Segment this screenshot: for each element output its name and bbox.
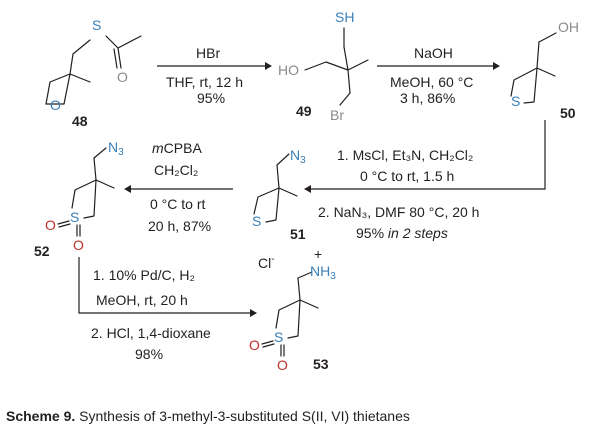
- sulfone-oxygen: O: [45, 217, 56, 233]
- reagent-mscl: 1. MsCl, Et₃N, CH₂Cl₂: [337, 147, 473, 163]
- yield-95-two-steps: 95% in 2 steps: [356, 225, 448, 241]
- ammonium-nh3: NH3: [310, 263, 336, 282]
- azide-n3: N3: [108, 139, 124, 158]
- compound-number-51: 51: [290, 226, 306, 242]
- figure-caption: Scheme 9. Synthesis of 3-methyl-3-substi…: [6, 408, 410, 424]
- compound-51: S N3 51: [252, 147, 306, 242]
- sulfone-sulfur: S: [274, 329, 283, 345]
- sulfone-oxygen: O: [73, 237, 84, 253]
- sulfur-atom: S: [92, 17, 101, 33]
- bromo-br: Br: [330, 107, 344, 123]
- step-4-arrow: mCPBA CH₂Cl₂ 0 °C to rt 20 h, 87%: [124, 140, 233, 234]
- reagent-naoh: NaOH: [414, 45, 453, 61]
- conditions-0c: 0 °C to rt, 1.5 h: [360, 168, 454, 184]
- caption-text: Synthesis of 3-methyl-3-substituted S(II…: [75, 408, 410, 424]
- solvent-ch2cl2: CH₂Cl₂: [154, 162, 198, 178]
- thietane-sulfur: S: [252, 213, 261, 229]
- conditions-meoh: MeOH, 60 °C: [390, 74, 473, 90]
- sulfone-sulfur: S: [70, 209, 79, 225]
- compound-number-49: 49: [296, 103, 312, 119]
- yield-98: 98%: [135, 346, 163, 362]
- compound-48: S O O 48: [45, 17, 142, 129]
- compound-53: S O O NH3 + Cl- 53: [249, 246, 336, 373]
- compound-52: S O O N3 52: [34, 139, 124, 259]
- oxetane-oxygen: O: [50, 97, 61, 113]
- step-1-arrow: HBr THF, rt, 12 h 95%: [157, 45, 272, 106]
- yield-87: 20 h, 87%: [148, 218, 211, 234]
- hydroxyl-oh: OH: [558, 19, 579, 35]
- yield-86: 3 h, 86%: [400, 90, 455, 106]
- thiol-sh: SH: [335, 9, 354, 25]
- step-2-arrow: NaOH MeOH, 60 °C 3 h, 86%: [377, 45, 500, 106]
- reagent-mcpba: mCPBA: [152, 140, 202, 156]
- thietane-sulfur: S: [511, 93, 520, 109]
- azide-n3: N3: [290, 147, 306, 166]
- yield-95: 95%: [197, 90, 225, 106]
- compound-number-53: 53: [313, 356, 329, 372]
- step-3-arrow: 1. MsCl, Et₃N, CH₂Cl₂ 0 °C to rt, 1.5 h …: [304, 120, 546, 241]
- compound-number-48: 48: [72, 113, 88, 129]
- step-5-arrow: 1. 10% Pd/C, H₂ MeOH, rt, 20 h 2. HCl, 1…: [78, 257, 257, 362]
- compound-50: S OH 50: [510, 19, 579, 121]
- hydroxyl-ho: HO: [278, 62, 299, 78]
- caption-label: Scheme 9.: [6, 408, 76, 424]
- conditions-0c-rt: 0 °C to rt: [150, 196, 206, 212]
- sulfone-oxygen: O: [277, 357, 288, 373]
- oxygen-atom: O: [117, 69, 128, 85]
- reagent-nan3: 2. NaN₃, DMF 80 °C, 20 h: [318, 204, 479, 220]
- conditions-thf: THF, rt, 12 h: [166, 74, 243, 90]
- reagent-pd-c: 1. 10% Pd/C, H₂: [93, 267, 195, 283]
- chloride-counterion: Cl-: [258, 254, 275, 271]
- reagent-hbr: HBr: [196, 45, 220, 61]
- reagent-hcl: 2. HCl, 1,4-dioxane: [91, 325, 211, 341]
- plus-charge: +: [314, 246, 322, 262]
- conditions-meoh-rt: MeOH, rt, 20 h: [96, 292, 188, 308]
- compound-49: SH HO Br 49: [278, 9, 369, 123]
- compound-number-50: 50: [560, 105, 576, 121]
- sulfone-oxygen: O: [249, 337, 260, 353]
- compound-number-52: 52: [34, 243, 50, 259]
